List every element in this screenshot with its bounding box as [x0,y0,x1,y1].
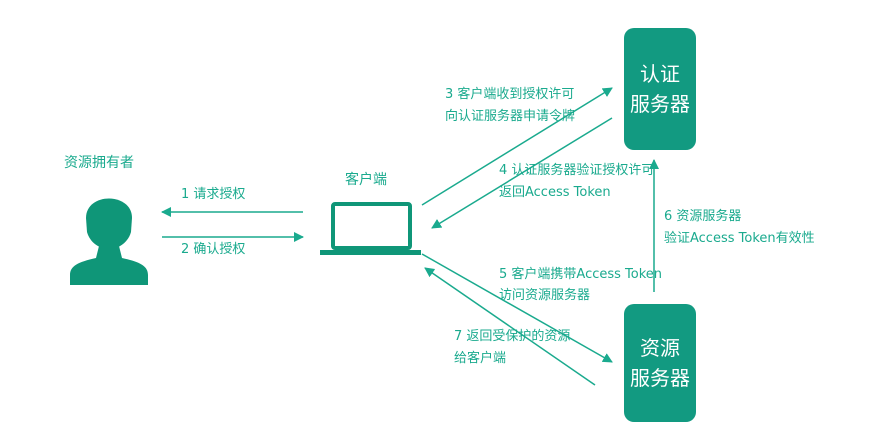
step-5-label: 5 客户端携带Access Token 访问资源服务器 [499,266,662,305]
step-7-line2: 给客户端 [454,351,507,366]
resource-server-node: 资源 服务器 [624,304,696,422]
step-4-label: 4 认证服务器验证授权许可 返回Access Token [499,162,654,202]
arrow-step-7 [424,267,596,386]
resource-server-label-line1: 资源 [640,336,680,360]
step-2-label: 2 确认授权 [181,242,246,257]
step-3-label: 3 客户端收到授权许可 向认证服务器申请令牌 [445,86,575,126]
step-3-line1: 3 客户端收到授权许可 [445,87,575,102]
step-4-line2: 返回Access Token [499,185,611,200]
step-1-label: 1 请求授权 [181,187,246,202]
auth-server-node: 认证 服务器 [624,28,696,150]
resource-server-label-line2: 服务器 [630,366,690,390]
step-5-line2: 访问资源服务器 [499,288,591,303]
step-6-line1: 6 资源服务器 [664,209,742,224]
person-icon [70,198,148,285]
laptop-icon [320,202,421,255]
step-5-line1: 5 客户端携带Access Token [499,267,663,282]
step-3-line2: 向认证服务器申请令牌 [445,109,576,124]
client-label: 客户端 [345,172,387,188]
auth-server-label-line1: 认证 [640,62,680,86]
arrow-step-4 [431,117,613,229]
auth-server-label-line2: 服务器 [630,92,690,116]
step-6-line2: 验证Access Token有效性 [664,231,815,246]
step-7-line1: 7 返回受保护的资源 [454,329,571,344]
resource-owner-label: 资源拥有者 [64,155,134,171]
step-4-line1: 4 认证服务器验证授权许可 [499,163,655,178]
step-7-label: 7 返回受保护的资源 给客户端 [454,328,570,368]
arrow-step-5 [421,253,613,363]
arrow-step-3 [421,87,613,206]
step-6-label: 6 资源服务器 验证Access Token有效性 [664,208,815,248]
